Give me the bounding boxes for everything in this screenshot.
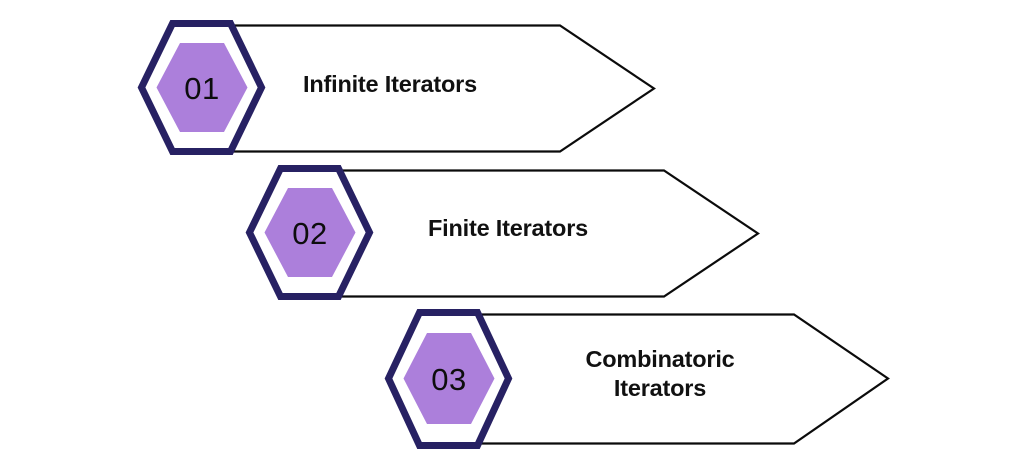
step-number-1: 01 xyxy=(184,71,219,106)
chevron-banner-3[interactable] xyxy=(477,313,890,445)
chevron-banner-2[interactable] xyxy=(338,169,760,298)
hexagon-fill-1 xyxy=(156,43,248,132)
step-row-3[interactable]: 03 xyxy=(384,309,890,449)
chevron-banner-1[interactable] xyxy=(230,24,656,153)
hexagon-fill-3 xyxy=(403,333,495,424)
step-number-2: 02 xyxy=(292,216,327,251)
step-row-2[interactable]: 02 xyxy=(245,165,760,300)
hexagon-fill-2 xyxy=(264,188,356,277)
step-row-1[interactable]: 01 xyxy=(137,20,656,155)
step-number-3: 03 xyxy=(431,362,466,397)
